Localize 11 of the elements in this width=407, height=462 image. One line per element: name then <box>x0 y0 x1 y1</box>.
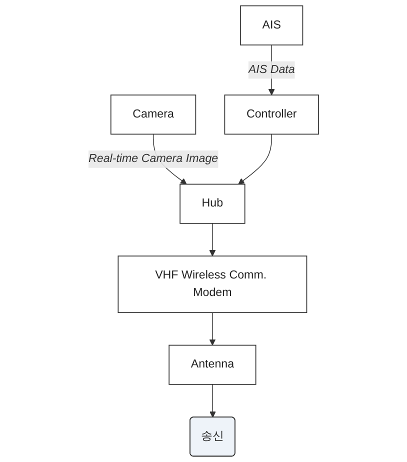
node-box: AIS <box>240 5 304 46</box>
node-box: Antenna <box>168 344 256 385</box>
edge-label: Real-time Camera Image <box>88 152 218 165</box>
node-box: VHF Wireless Comm. Modem <box>118 256 308 314</box>
arrow <box>238 134 272 184</box>
arrow <box>209 312 216 346</box>
arrow <box>209 223 216 256</box>
node-box: Controller <box>224 94 319 135</box>
node-box: Hub <box>180 184 246 224</box>
arrow <box>210 384 216 418</box>
node-box: Camera <box>110 94 196 135</box>
